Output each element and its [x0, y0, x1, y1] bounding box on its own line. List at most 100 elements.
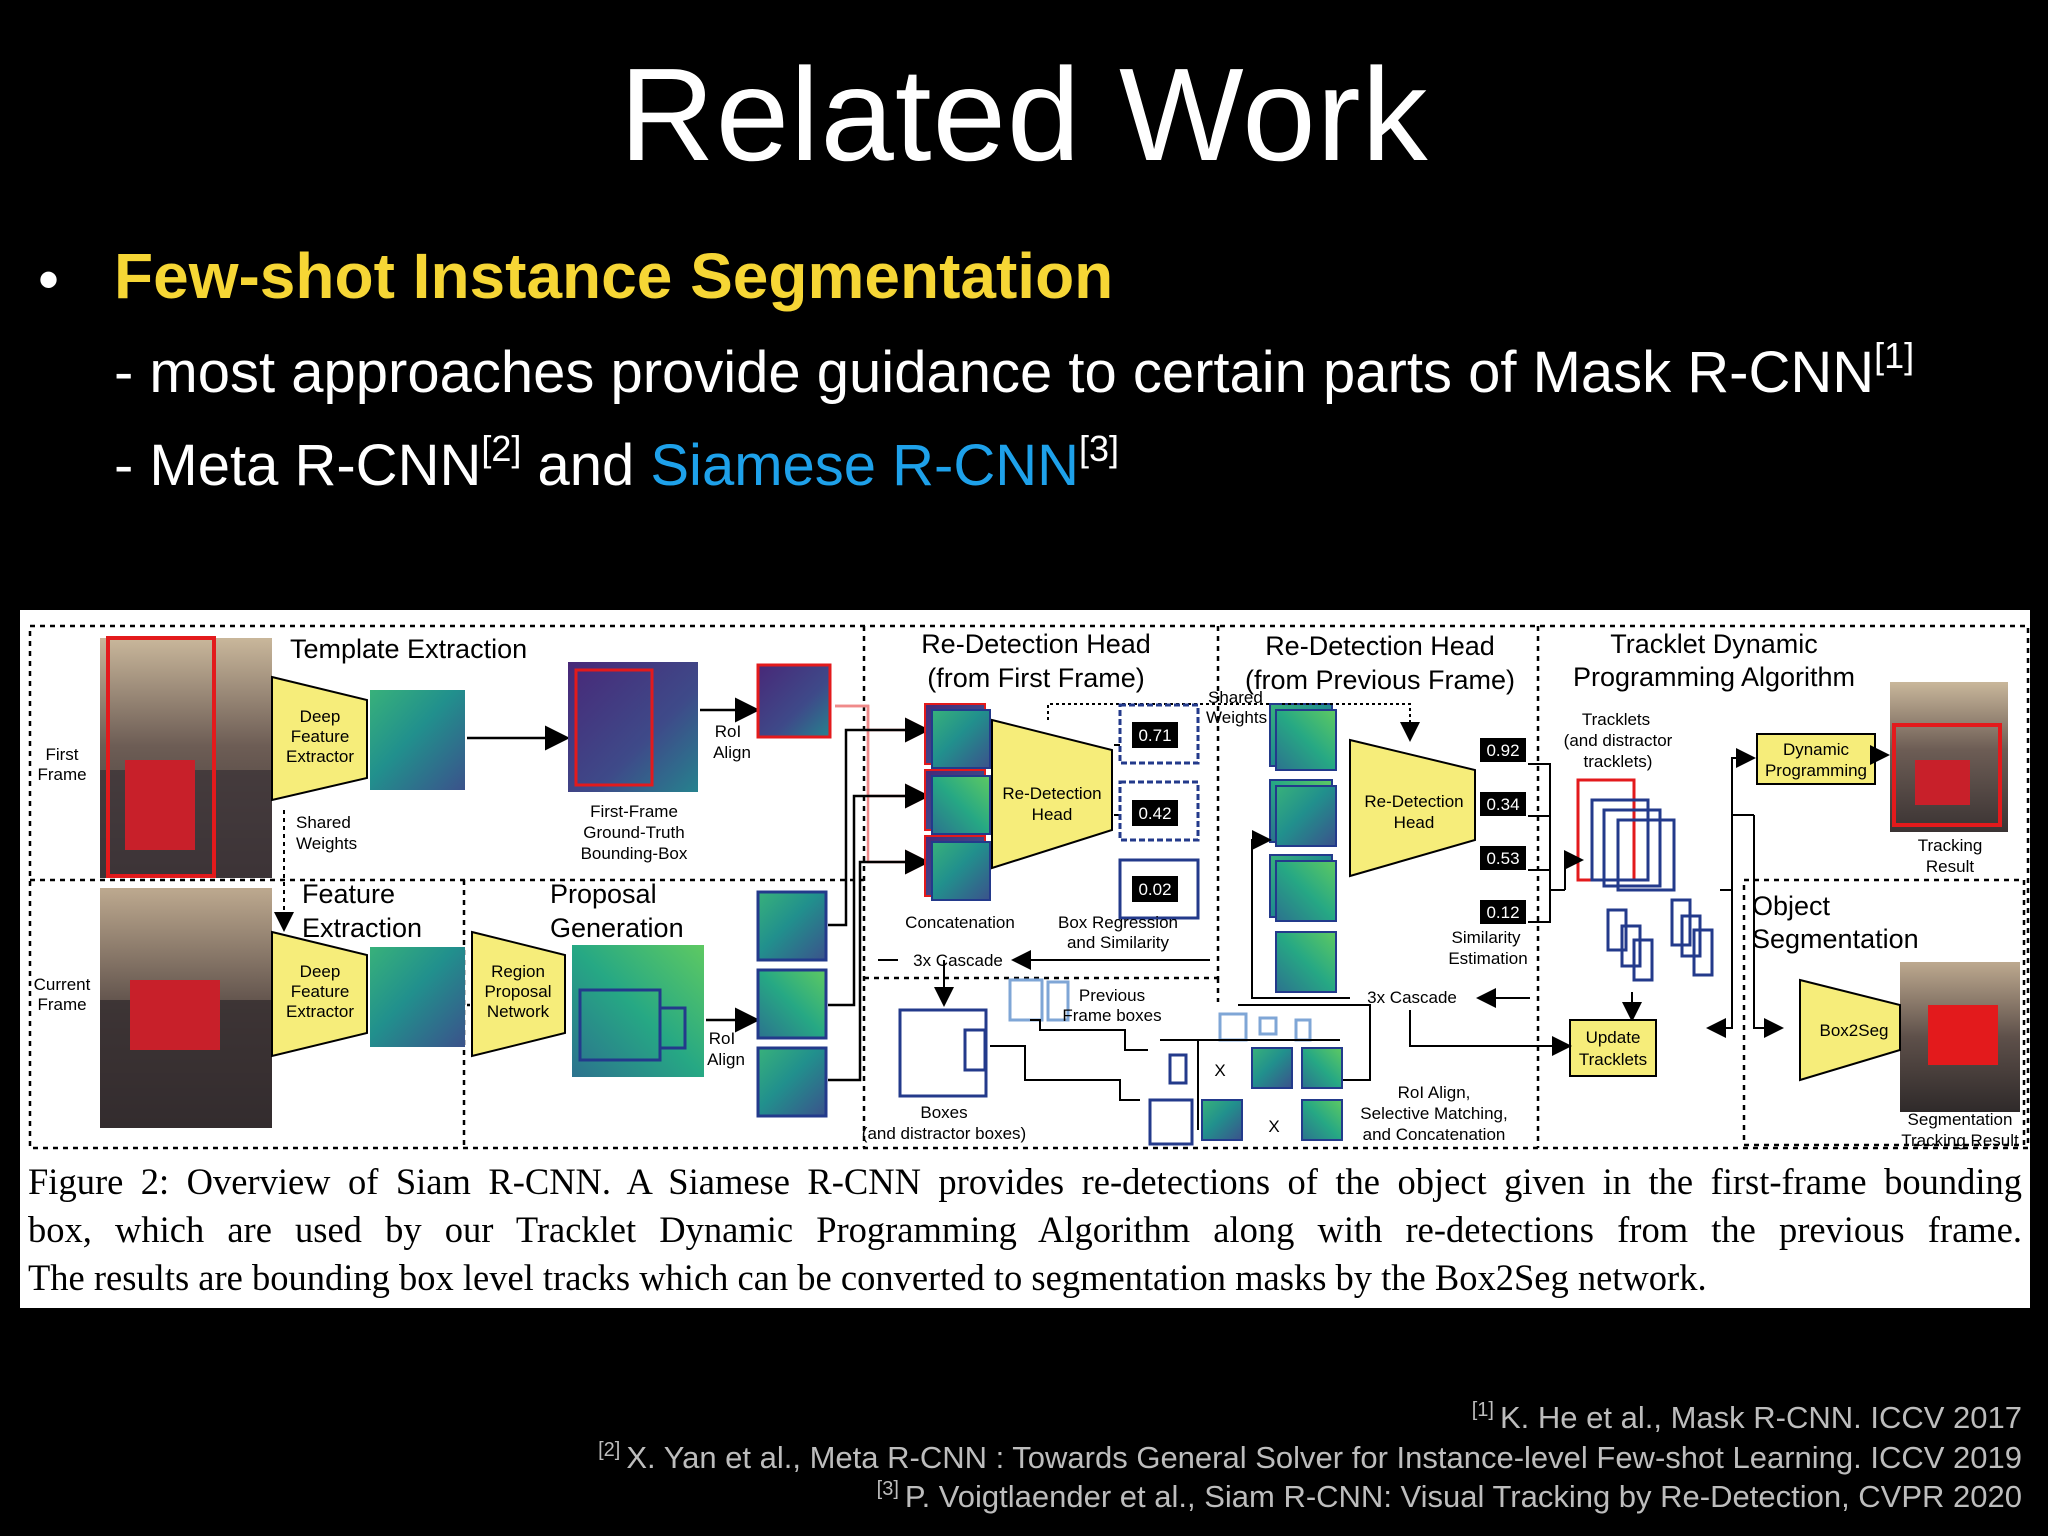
- svg-text:Shared: Shared: [296, 813, 351, 832]
- reference-2: [2]X. Yan et al., Meta R-CNN : Towards G…: [598, 1439, 2022, 1475]
- svg-text:Proposal: Proposal: [484, 982, 551, 1001]
- svg-text:Shared: Shared: [1208, 688, 1263, 707]
- tracklet-boxes: [1576, 778, 1714, 982]
- svg-text:Previous: Previous: [1079, 986, 1145, 1005]
- svg-text:tracklets): tracklets): [1584, 752, 1653, 771]
- svg-text:Boxes: Boxes: [920, 1103, 967, 1122]
- tracking-result-photo: [1890, 682, 2008, 832]
- bullet-icon: •: [38, 246, 60, 313]
- svg-text:Head: Head: [1394, 813, 1435, 832]
- svg-text:RoI: RoI: [709, 1029, 735, 1048]
- scores-prev: 0.92 0.34 0.53 0.12: [1480, 738, 1526, 924]
- svg-text:0.53: 0.53: [1486, 849, 1519, 868]
- subline-1-text: - most approaches provide guidance to ce…: [114, 340, 1875, 405]
- svg-text:First-Frame: First-Frame: [590, 802, 678, 821]
- svg-text:X: X: [1214, 1061, 1225, 1080]
- boxes-label: Boxes (and distractor boxes): [862, 1103, 1026, 1143]
- svg-text:Tracklets: Tracklets: [1582, 710, 1650, 729]
- object-seg-title-1: Object: [1752, 891, 1831, 921]
- redet-first-title-2: (from First Frame): [927, 663, 1144, 693]
- svg-text:0.12: 0.12: [1486, 903, 1519, 922]
- deep-feature-extractor-top: Deep Feature Extractor: [271, 675, 368, 802]
- cascade-label-prev: 3x Cascade: [1367, 988, 1457, 1007]
- architecture-diagram: Template Extraction Feature Extraction P…: [28, 624, 2030, 1150]
- section-titles: Template Extraction Feature Extraction P…: [290, 629, 1919, 954]
- concat-features-first: [924, 703, 991, 901]
- update-tracklets-box: Update Tracklets: [1569, 1019, 1657, 1077]
- times-marks: X X: [1214, 1061, 1279, 1136]
- svg-text:Dynamic: Dynamic: [1783, 740, 1850, 759]
- svg-text:Head: Head: [1032, 805, 1073, 824]
- template-extraction-title: Template Extraction: [290, 634, 527, 664]
- svg-text:Ground-Truth: Ground-Truth: [583, 823, 684, 842]
- box2seg-box: Box2Seg: [1799, 978, 1901, 1082]
- concatenation-label: Concatenation: [905, 913, 1015, 932]
- cascade-label-first: 3x Cascade: [913, 951, 1003, 970]
- region-proposal-network: Region Proposal Network: [471, 930, 566, 1058]
- ffgt-label: First-Frame Ground-Truth Bounding-Box: [581, 802, 688, 863]
- svg-text:Align: Align: [707, 1050, 745, 1069]
- svg-text:Align: Align: [713, 743, 751, 762]
- similarity-label: Similarity Estimation: [1448, 928, 1527, 968]
- reference-1: [1]K. He et al., Mask R-CNN. ICCV 2017: [1471, 1399, 2022, 1435]
- svg-text:Deep: Deep: [300, 707, 341, 726]
- svg-text:Weights: Weights: [1206, 708, 1267, 727]
- tracklet-title-1: Tracklet Dynamic: [1610, 629, 1818, 659]
- caption-line-3: The results are bounding box level track…: [28, 1257, 1707, 1298]
- svg-text:Frame: Frame: [37, 765, 86, 784]
- redet-prev-title-2: (from Previous Frame): [1245, 665, 1515, 695]
- svg-text:Network: Network: [487, 1002, 550, 1021]
- shared-weights-top: Shared Weights: [1206, 688, 1267, 727]
- tracking-result-label: Tracking Result: [1918, 836, 1983, 876]
- svg-text:Result: Result: [1926, 857, 1974, 876]
- svg-text:Box2Seg: Box2Seg: [1820, 1021, 1889, 1040]
- boxes-region: [898, 978, 1312, 1146]
- svg-text:(and distractor boxes): (and distractor boxes): [862, 1124, 1026, 1143]
- svg-text:Feature: Feature: [291, 727, 350, 746]
- segmentation-result-photo: [1900, 962, 2020, 1112]
- svg-text:(and distractor: (and distractor: [1564, 731, 1673, 750]
- svg-text:0.92: 0.92: [1486, 741, 1519, 760]
- svg-text:Deep: Deep: [300, 962, 341, 981]
- svg-text:Similarity: Similarity: [1452, 928, 1521, 947]
- roi-align-top: RoI Align: [713, 722, 751, 762]
- svg-text:and Similarity: and Similarity: [1067, 933, 1170, 952]
- svg-text:First: First: [45, 745, 78, 764]
- svg-text:0.02: 0.02: [1138, 880, 1171, 899]
- first-frame-photo: [100, 636, 272, 878]
- svg-text:Tracking: Tracking: [1918, 836, 1983, 855]
- concat-features-prev: [1269, 703, 1337, 993]
- redet-prev-title-1: Re-Detection Head: [1265, 631, 1495, 661]
- first-frame-gt-map: [568, 662, 698, 792]
- svg-text:Programming: Programming: [1765, 761, 1867, 780]
- svg-text:0.71: 0.71: [1138, 726, 1171, 745]
- current-feature-map: [370, 947, 465, 1047]
- svg-text:and Concatenation: and Concatenation: [1363, 1125, 1506, 1144]
- redet-first-title-1: Re-Detection Head: [921, 629, 1151, 659]
- shared-weights-arrow: Shared Weights: [274, 810, 357, 932]
- svg-text:Tracking Result: Tracking Result: [1901, 1131, 2019, 1150]
- frame-labels: First Frame Current Frame: [34, 745, 91, 1014]
- bullet-subline-2: - Meta R-CNN[2] and Siamese R-CNN[3]: [114, 430, 1119, 502]
- citation-1: [1]: [1874, 335, 1915, 376]
- svg-text:Weights: Weights: [296, 834, 357, 853]
- svg-text:RoI Align,: RoI Align,: [1398, 1083, 1471, 1102]
- redet-head-prev: Re-Detection Head: [1349, 738, 1476, 878]
- svg-text:X: X: [1268, 1117, 1279, 1136]
- roi-selective-label: RoI Align, Selective Matching, and Conca…: [1360, 1083, 1507, 1144]
- current-frame-photo: [100, 888, 272, 1128]
- subline-2-mid: and: [521, 433, 651, 498]
- svg-text:Estimation: Estimation: [1448, 949, 1527, 968]
- template-roi-feature: [756, 663, 832, 739]
- svg-text:0.42: 0.42: [1138, 804, 1171, 823]
- tracklets-label: Tracklets (and distractor tracklets): [1564, 710, 1673, 771]
- svg-text:Region: Region: [491, 962, 545, 981]
- citation-3: [3]: [1079, 428, 1120, 469]
- scores-first: 0.71 0.42 0.02: [1132, 722, 1178, 902]
- svg-text:Re-Detection: Re-Detection: [1002, 784, 1101, 803]
- svg-text:Re-Detection: Re-Detection: [1364, 792, 1463, 811]
- svg-text:Frame boxes: Frame boxes: [1062, 1006, 1161, 1025]
- redet-head-first: Re-Detection Head: [991, 718, 1113, 870]
- object-seg-title-2: Segmentation: [1752, 924, 1919, 954]
- svg-text:Extractor: Extractor: [286, 747, 354, 766]
